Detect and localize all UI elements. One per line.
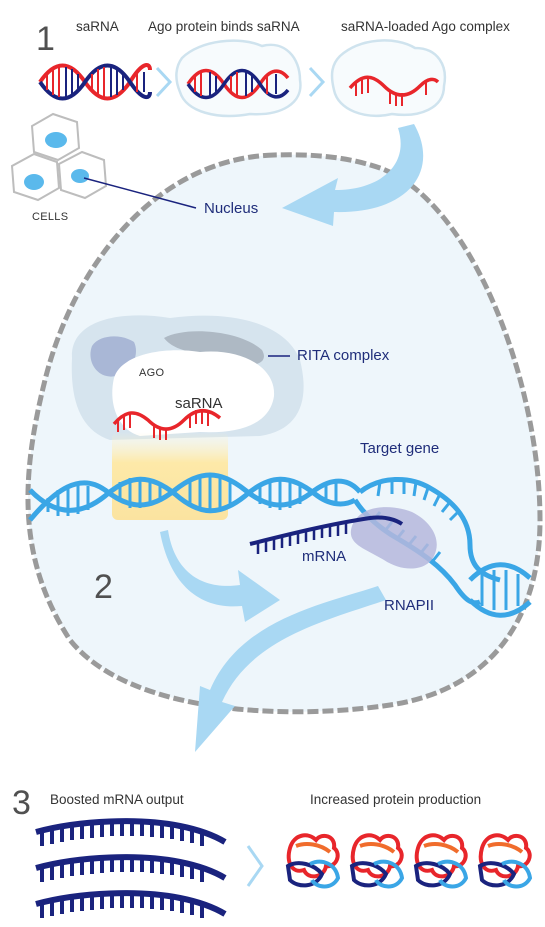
boosted-mrna-strands [35,818,227,918]
increased-protein-label: Increased protein production [310,792,482,807]
loaded-ago-bubble [330,39,447,117]
ago-protein-body [112,350,275,436]
loaded-single-strand [348,75,440,106]
nucleus-outline [25,152,543,715]
loaded-complex-label: saRNA-loaded Ago complex [341,19,510,34]
protein-icon [349,833,405,889]
cells-cluster [10,112,108,202]
nascent-mrna [249,515,404,554]
step-2-number: 2 [94,568,113,606]
step-3-number: 3 [12,784,31,822]
boosted-mrna-label: Boosted mRNA output [50,792,184,807]
protein-products [285,833,533,889]
mrna-label: mRNA [302,548,347,565]
cell-nuclei [24,132,89,190]
chevron-icon-3 [246,845,264,887]
protein-icon [413,833,469,889]
sarna-label: saRNA [76,19,119,34]
output-arrow [195,586,386,752]
target-gene-label: Target gene [360,440,440,457]
ago-bound-duplex [186,68,290,100]
nucleus-label: Nucleus [204,200,259,217]
protein-icon [285,833,341,889]
rita-complex-label: RITA complex [297,347,390,364]
chevron-icon-2 [308,66,326,98]
ago-binds-label: Ago protein binds saRNA [148,19,300,34]
free-sarna-duplex [38,63,152,101]
sarna-complex-label: saRNA [175,395,223,412]
ago-label: AGO [139,367,165,379]
rita-sarna-strand [112,409,222,440]
protein-icon [477,833,533,889]
rnapii-enzyme [350,507,437,569]
nucleus-pointer-line [83,177,197,209]
entry-arrow [282,124,424,226]
step-1-number: 1 [36,20,55,58]
activation-arrow [160,530,280,622]
chevron-icon-1 [155,66,173,98]
rnapii-label: RNAPII [384,597,435,614]
cells-label: CELLS [32,211,69,223]
